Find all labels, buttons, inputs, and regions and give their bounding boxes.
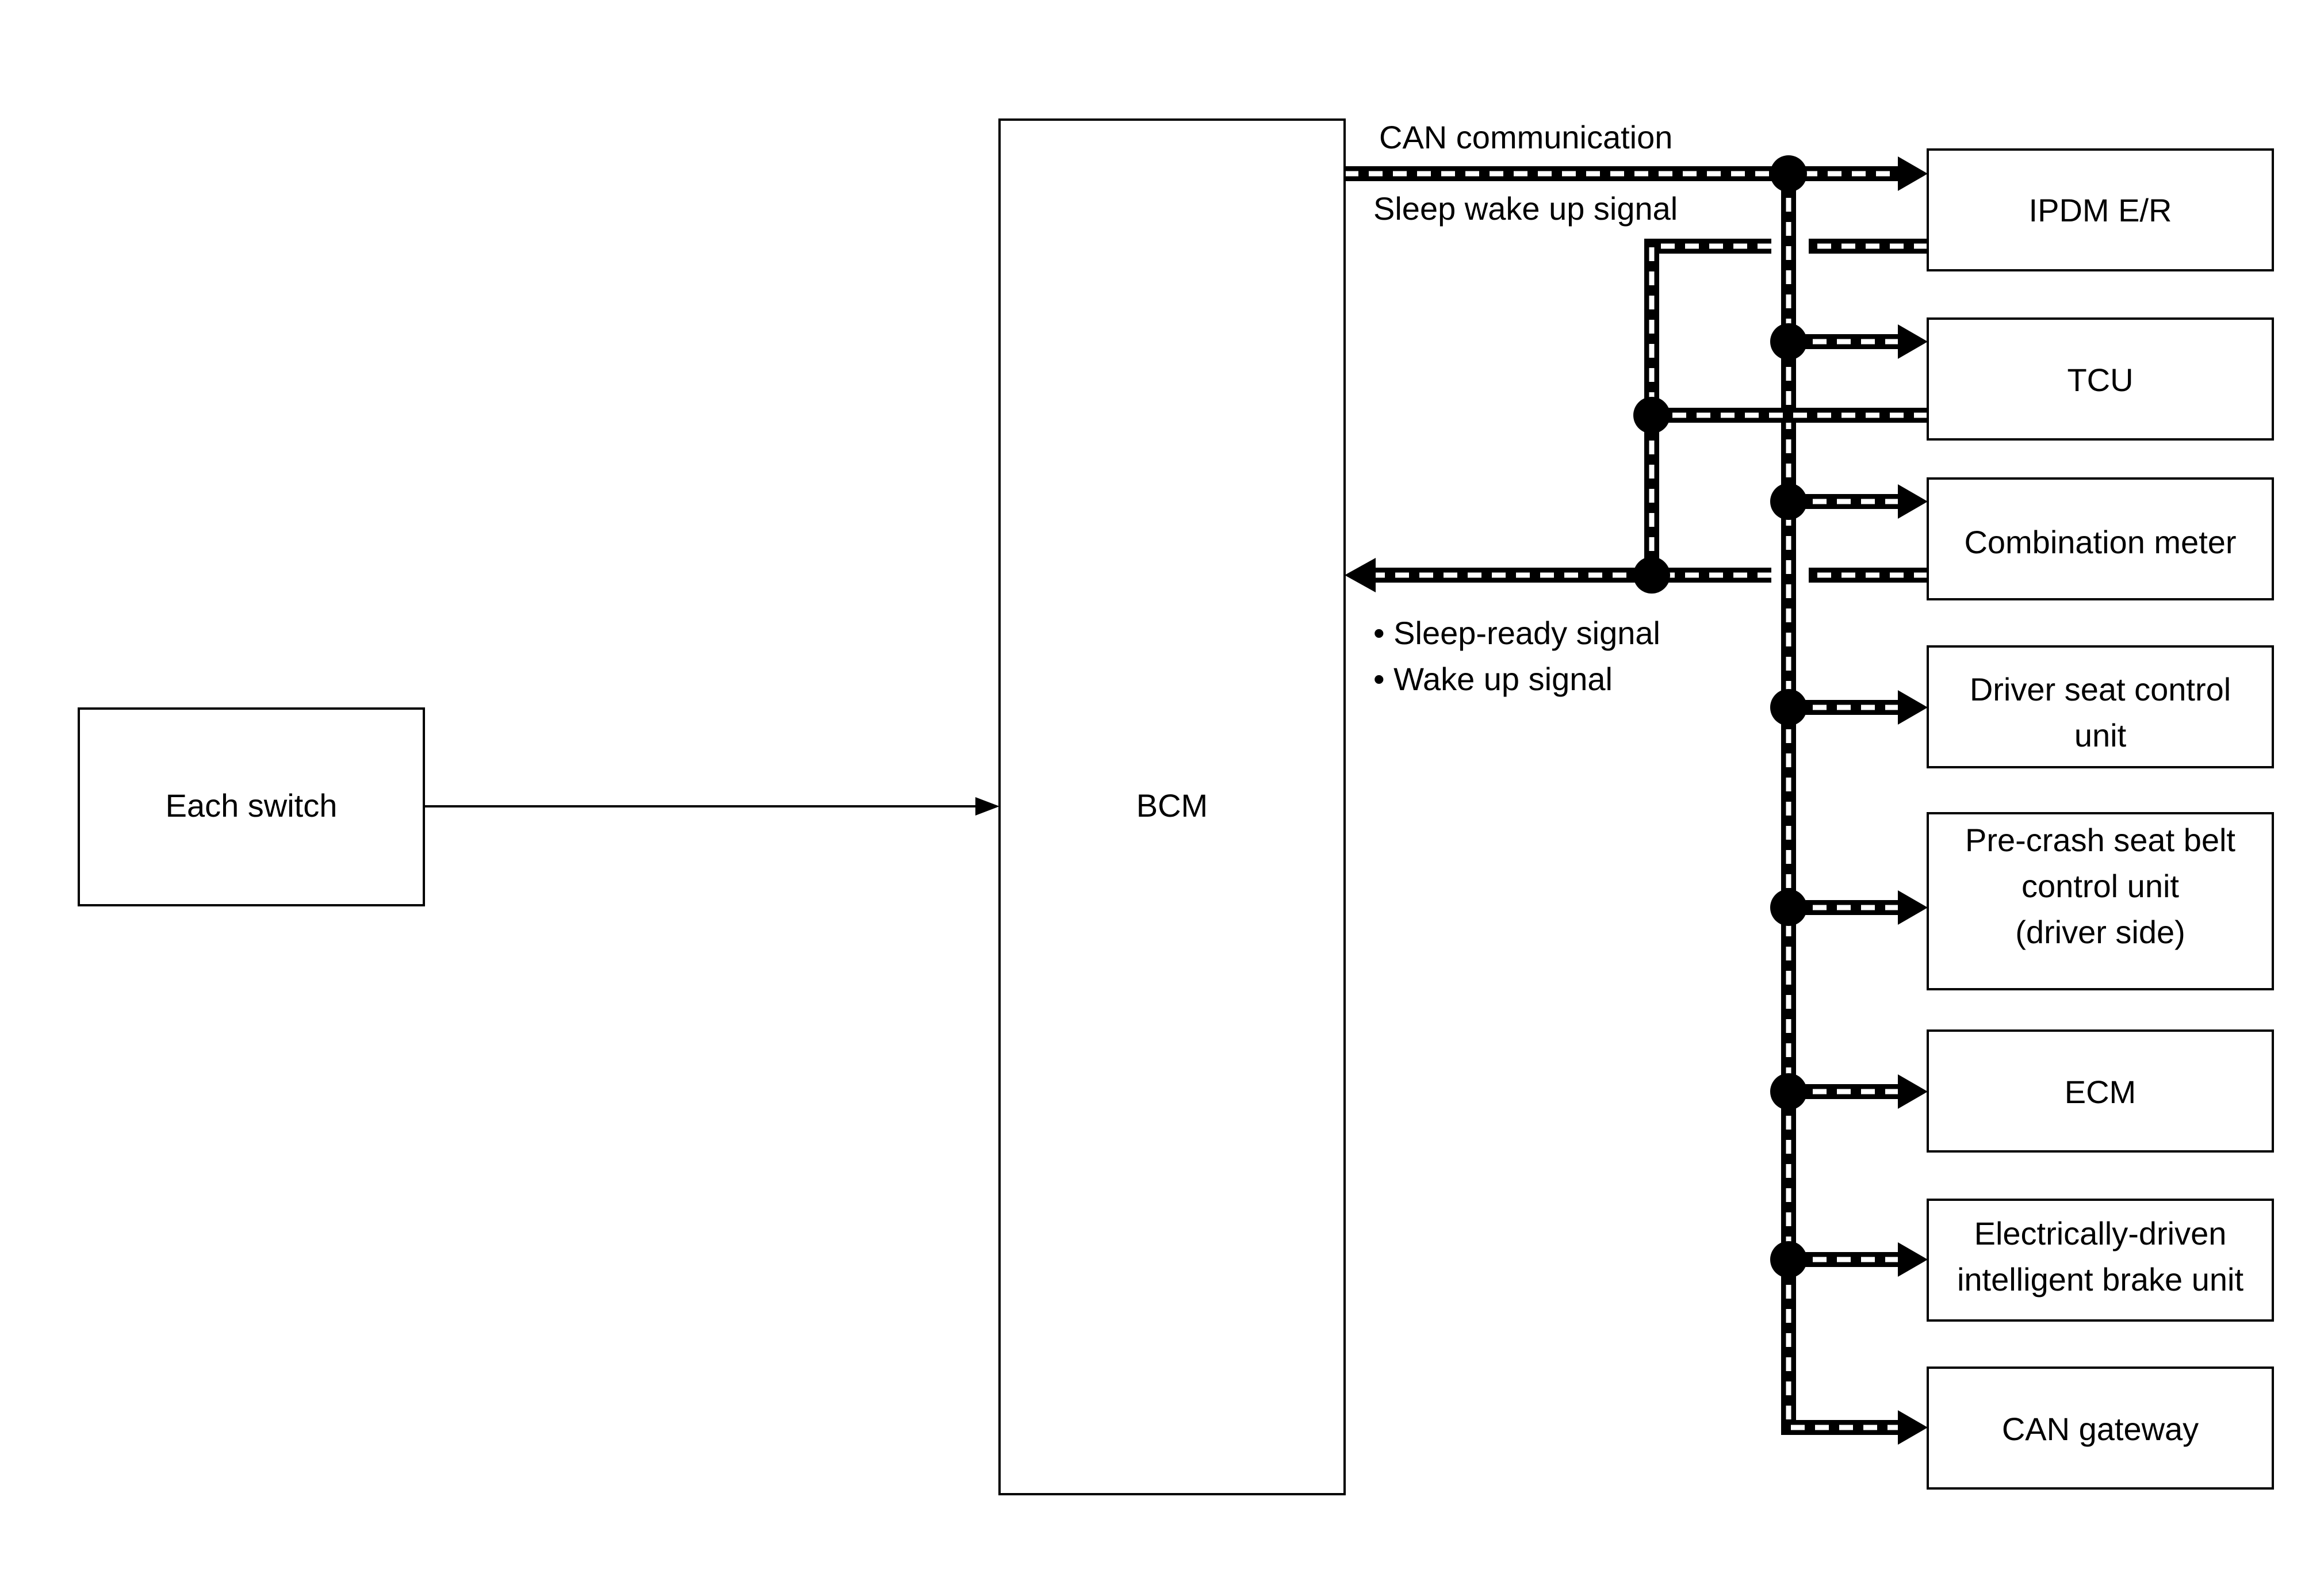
can-bus-lines <box>1345 166 1928 1435</box>
bcm-block: BCM <box>998 118 1346 1495</box>
sleep-wake-up-label: Sleep wake up signal <box>1373 190 1678 227</box>
combination-meter-label: Combination meter <box>1964 524 2236 560</box>
combination-meter-block: Combination meter <box>1927 477 2274 600</box>
wake-up-label: • Wake up signal <box>1373 661 1613 697</box>
tcu-label: TCU <box>2067 362 2133 398</box>
pre-crash-label-line-2: control unit <box>2021 868 2179 904</box>
brake-unit-label-line-1: Electrically-driven <box>1974 1215 2227 1251</box>
ecm-block: ECM <box>1927 1029 2274 1153</box>
ipdm-label: IPDM E/R <box>2029 192 2172 228</box>
driver-seat-label-line-1: Driver seat control <box>1970 671 2231 707</box>
driver-seat-label-line-2: unit <box>2074 717 2127 753</box>
can-communication-label: CAN communication <box>1379 119 1672 155</box>
pre-crash-label-line-3: (driver side) <box>2015 914 2185 950</box>
junction-nodes <box>1633 155 1807 1278</box>
brake-unit-label-line-2: intelligent brake unit <box>1957 1261 2244 1297</box>
sleep-ready-label: • Sleep-ready signal <box>1373 615 1660 651</box>
can-gateway-label: CAN gateway <box>2002 1411 2199 1447</box>
bcm-label: BCM <box>1136 787 1208 824</box>
each-switch-label: Each switch <box>166 787 338 824</box>
can-gateway-block: CAN gateway <box>1927 1367 2274 1490</box>
switch-to-bcm-signal <box>424 797 1000 816</box>
can-arrowheads <box>1345 156 1928 1445</box>
tcu-block: TCU <box>1927 317 2274 441</box>
brake-unit-block: Electrically-driven intelligent brake un… <box>1927 1199 2274 1322</box>
pre-crash-label-line-1: Pre-crash seat belt <box>1965 822 2235 858</box>
pre-crash-block: Pre-crash seat belt control unit (driver… <box>1927 812 2274 990</box>
each-switch-block: Each switch <box>78 707 425 906</box>
driver-seat-block: Driver seat control unit <box>1927 645 2274 768</box>
ipdm-block: IPDM E/R <box>1927 148 2274 271</box>
ecm-label: ECM <box>2065 1074 2136 1110</box>
